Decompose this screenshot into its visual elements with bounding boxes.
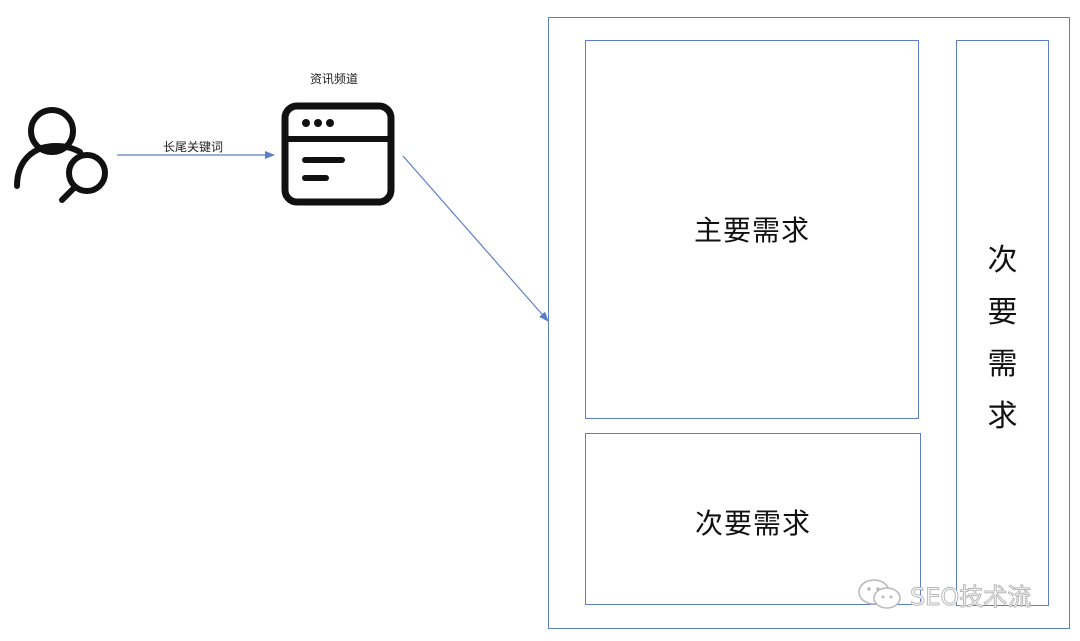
side-demand-char: 要 (987, 295, 1018, 330)
watermark: SEO技术流 (856, 576, 1032, 612)
secondary-demand-label: 次要需求 (694, 507, 811, 540)
side-demand-label: 次 要 需 求 (957, 235, 1048, 443)
side-demand-char: 次 (987, 243, 1018, 278)
watermark-text: SEO技术流 (909, 582, 1032, 611)
side-demand-char: 需 (987, 347, 1018, 382)
secondary-demand-box: 次要需求 (585, 433, 921, 605)
wechat-icon (858, 579, 901, 609)
channel-to-page-arrow (402, 155, 549, 322)
user-search-icon (14, 107, 108, 203)
arrow-label: 长尾关键词 (163, 140, 224, 154)
side-demand-char: 求 (987, 399, 1018, 434)
side-demand-column: 次 要 需 求 (956, 40, 1049, 606)
primary-demand-box: 主要需求 (585, 40, 919, 419)
browser-window-icon (281, 102, 395, 206)
channel-label: 资讯频道 (310, 72, 359, 86)
primary-demand-label: 主要需求 (693, 214, 810, 247)
